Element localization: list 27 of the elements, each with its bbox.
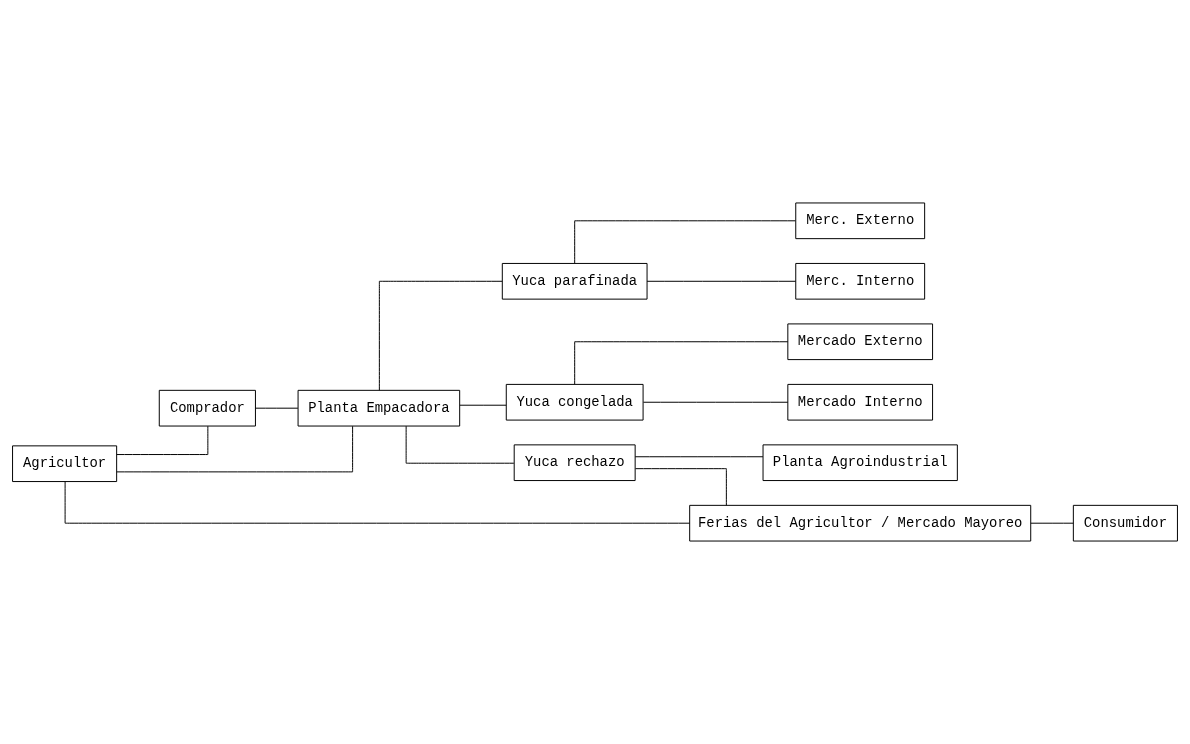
- node-box: Merc. Externo: [795, 202, 926, 240]
- node-box: Yuca parafinada: [501, 262, 648, 300]
- node-box: Planta Empacadora: [297, 389, 461, 427]
- connector: [378, 280, 503, 391]
- node-box: Yuca congelada: [505, 383, 644, 421]
- node-box: Mercado Externo: [787, 323, 934, 361]
- connector: [255, 407, 299, 409]
- connector: [116, 425, 354, 473]
- connector: [574, 220, 796, 264]
- connector: [635, 468, 727, 506]
- connector: [64, 481, 691, 524]
- connector: [634, 456, 764, 458]
- connector: [459, 404, 507, 406]
- connector: [646, 280, 797, 282]
- node-box: Merc. Interno: [795, 262, 926, 300]
- connector: [574, 341, 789, 385]
- node-box: Planta Agroindustrial: [762, 444, 958, 482]
- connector: [642, 401, 789, 403]
- node-box: Mercado Interno: [787, 383, 934, 421]
- connector: [405, 425, 515, 464]
- connector: [1030, 522, 1074, 524]
- node-box: Ferias del Agricultor / Mercado Mayoreo: [689, 504, 1032, 542]
- node-box: Yuca rechazo: [513, 444, 636, 482]
- node-box: Consumidor: [1072, 504, 1178, 542]
- connector: [116, 425, 209, 456]
- node-box: Comprador: [158, 389, 256, 427]
- node-box: Agricultor: [12, 445, 118, 483]
